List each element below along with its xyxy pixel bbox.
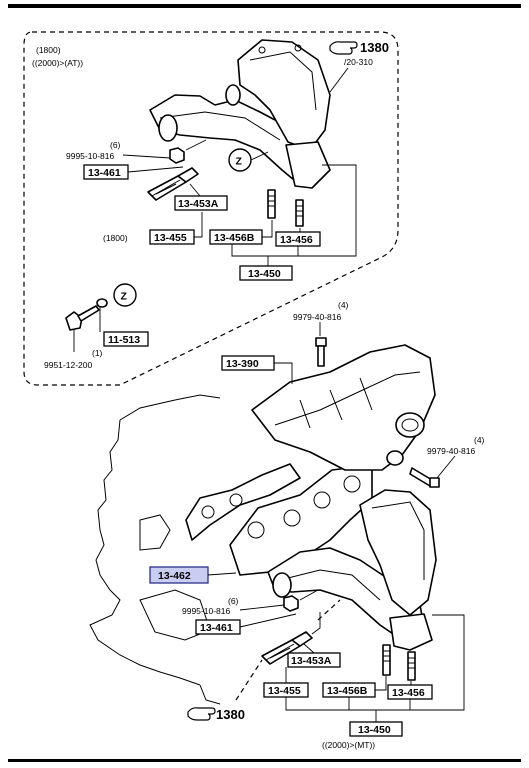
bolt-top-qty: (4)	[338, 300, 349, 310]
label-13-461-top-text: 13-461	[88, 167, 121, 179]
washer	[96, 298, 108, 308]
note-2000-mt: ((2000)>(MT))	[322, 740, 375, 750]
heat-insulator	[251, 344, 436, 471]
hand-pointer-icon	[187, 707, 216, 721]
label-11-513-text: 11-513	[108, 334, 140, 346]
label-13-450-top[interactable]	[239, 265, 293, 281]
ref-20-310: /20-310	[344, 57, 373, 67]
label-13-456-top-text: 13-456	[280, 234, 313, 246]
alternate-group-outline	[23, 31, 399, 386]
label-13-462-text: 13-462	[158, 570, 191, 582]
note-1800: (1800)	[36, 45, 61, 55]
label-13-455-top-text: 13-455	[154, 232, 187, 244]
bolt-small	[65, 305, 100, 331]
label-13-390-text: 13-390	[226, 358, 259, 370]
bolt-right	[409, 467, 440, 488]
z-mark-icon: Z	[113, 283, 137, 307]
bolt2-part-no[interactable]: 9995-10-816	[182, 606, 230, 616]
label-13-453a-bottom-text: 13-453A	[291, 655, 332, 667]
hand-pointer-icon	[329, 41, 358, 55]
label-13-450-top-text: 13-450	[248, 268, 281, 280]
z-mark-small-text: Z	[121, 291, 128, 303]
studs-top	[267, 189, 304, 227]
ref-leader	[329, 67, 349, 93]
label-13-456b-bottom-text: 13-456B	[327, 685, 368, 697]
bolt-small-qty: (1)	[92, 348, 103, 358]
label-13-450-bottom-text: 13-450	[358, 724, 391, 736]
top-rule	[8, 4, 521, 8]
label-13-453a-top[interactable]	[174, 195, 228, 211]
note-2000-at: ((2000)>(AT))	[32, 58, 83, 68]
nut-bottom	[283, 595, 299, 612]
ref-1380-bottom[interactable]: 1380	[216, 707, 245, 722]
exhaust-manifold-bottom	[267, 489, 437, 651]
ref-1380-top[interactable]: 1380	[360, 40, 389, 55]
label-13-456b-top-text: 13-456B	[214, 232, 255, 244]
bolt-top-part-no[interactable]: 9979-40-816	[293, 312, 341, 322]
bolt-top	[315, 337, 327, 367]
bolt2-qty: (6)	[228, 596, 239, 606]
manifold-gasket	[185, 463, 373, 576]
label-13-450-bottom[interactable]	[349, 721, 403, 737]
nut-top	[169, 147, 185, 164]
label-13-453a-top-text: 13-453A	[178, 198, 219, 210]
bolt1-qty: (6)	[110, 140, 121, 150]
sensor-top	[147, 167, 199, 201]
bolt1-part-no[interactable]: 9995-10-816	[66, 151, 114, 161]
note-13-455-1800: (1800)	[103, 233, 128, 243]
sensor-bottom	[261, 631, 313, 665]
studs-bottom	[382, 644, 416, 681]
z-mark-icon: Z	[228, 148, 252, 172]
label-13-461-bottom-text: 13-461	[200, 622, 233, 634]
bolt-right-qty: (4)	[474, 435, 485, 445]
label-13-455-bottom-text: 13-455	[268, 685, 301, 697]
engine-block-outline	[89, 394, 221, 705]
bolt-small-part-no[interactable]: 9951-12-200	[44, 360, 92, 370]
exhaust-manifold-top	[149, 39, 331, 189]
bottom-rule	[8, 759, 521, 762]
z-mark-top-text: Z	[236, 156, 243, 168]
bolt-right-part-no[interactable]: 9979-40-816	[427, 446, 475, 456]
label-11-513[interactable]	[103, 331, 149, 347]
label-13-456-bottom-text: 13-456	[392, 687, 425, 699]
